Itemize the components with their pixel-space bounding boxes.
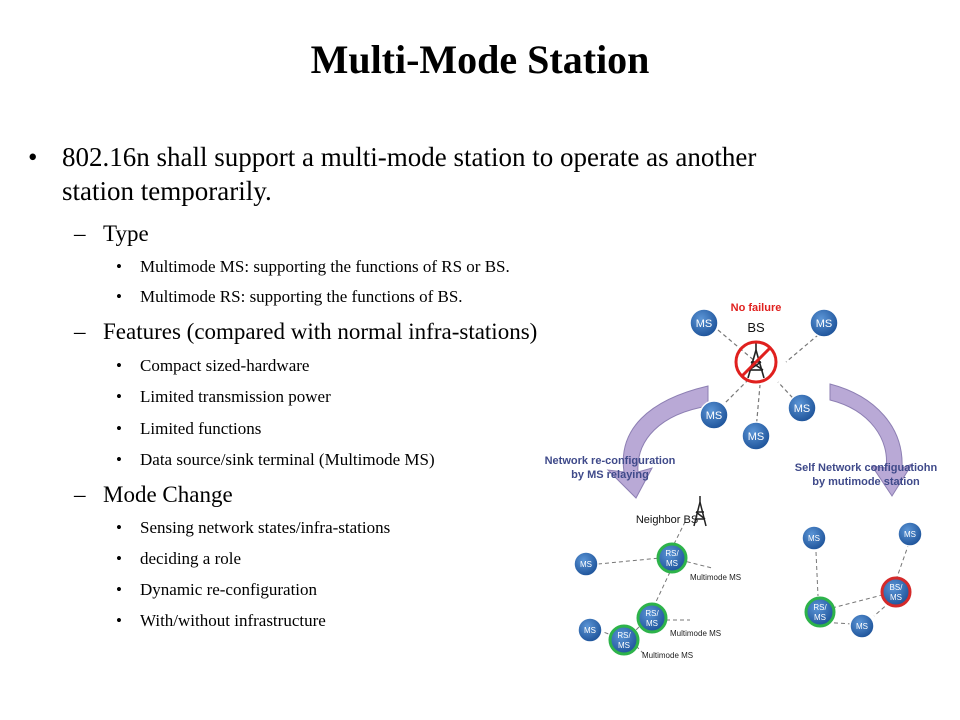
prohibition-sign-icon: [734, 340, 778, 384]
section-mode-change-label: Mode Change: [103, 482, 233, 507]
ms-node-bottom-center: MS: [741, 421, 771, 451]
ms-node-mid-left: MS: [699, 400, 729, 430]
rs-ms-node-bl-low: RS/ MS: [608, 624, 640, 656]
features-item-3: Limited functions: [140, 419, 262, 438]
rs-ms-node-bl-mid: RS/ MS: [636, 602, 668, 634]
svg-text:MS: MS: [584, 626, 596, 635]
svg-text:MS: MS: [856, 622, 868, 631]
ms-node-top-left: MS: [689, 308, 719, 338]
svg-text:MS: MS: [890, 593, 902, 602]
sub-bullet-glyph: •: [116, 611, 122, 630]
multimode-ms-label-1: Multimode MS: [690, 573, 741, 582]
dash-glyph: –: [74, 319, 86, 344]
sub-bullet-glyph: •: [116, 257, 122, 276]
ms-node-br-top-right: MS: [897, 521, 923, 547]
ms-node-top-right: MS: [809, 308, 839, 338]
left-caption-line-2: by MS relaying: [571, 469, 649, 481]
svg-text:MS: MS: [816, 318, 833, 330]
mode-item-4: With/without infrastructure: [140, 611, 326, 630]
sub-bullet-glyph: •: [116, 287, 122, 306]
sub-bullet-glyph: •: [116, 518, 122, 537]
type-item-1: Multimode MS: supporting the functions o…: [140, 257, 510, 276]
svg-text:RS/: RS/: [813, 603, 827, 612]
svg-text:RS/: RS/: [665, 549, 679, 558]
sub-bullet-glyph: •: [116, 419, 122, 438]
sub-bullet-glyph: •: [116, 580, 122, 599]
svg-text:MS: MS: [666, 559, 678, 568]
features-item-2: Limited transmission power: [140, 387, 331, 406]
svg-text:RS/: RS/: [645, 609, 659, 618]
neighbor-bs-tower-icon: [693, 496, 707, 527]
svg-text:MS: MS: [748, 431, 765, 443]
svg-text:MS: MS: [696, 318, 713, 330]
svg-text:BS/: BS/: [890, 583, 904, 592]
dash-glyph: –: [74, 221, 86, 246]
right-caption-line-1: Self Network configuatiohn: [795, 462, 938, 474]
type-item-2: Multimode RS: supporting the functions o…: [140, 287, 463, 306]
right-curved-arrow: [829, 383, 914, 497]
svg-text:RS/: RS/: [617, 631, 631, 640]
sub-bullet-glyph: •: [116, 356, 122, 375]
bs-label: BS: [747, 320, 765, 335]
bs-ms-node-br: BS/ MS: [880, 576, 912, 608]
right-caption-line-2: by mutimode station: [812, 476, 920, 488]
svg-text:MS: MS: [904, 530, 916, 539]
sub-bullet-glyph: •: [116, 549, 122, 568]
no-failure-label: No failure: [731, 302, 782, 314]
network-diagram: No failure BS MS MS MS MS MS Network re-…: [545, 302, 938, 660]
ms-node-br-bottom: MS: [849, 613, 875, 639]
ms-node-bl-bottom: MS: [577, 617, 603, 643]
mode-item-2: deciding a role: [140, 549, 242, 568]
sub-bullet-glyph: •: [116, 387, 122, 406]
features-item-4: Data source/sink terminal (Multimode MS): [140, 450, 435, 469]
neighbor-bs-label: Neighbor BS: [636, 514, 698, 526]
svg-text:MS: MS: [808, 534, 820, 543]
ms-node-bl-left: MS: [573, 551, 599, 577]
svg-text:MS: MS: [794, 403, 811, 415]
svg-text:MS: MS: [706, 410, 723, 422]
rs-ms-node-bl-top: RS/ MS: [656, 542, 688, 574]
ms-node-mid-right: MS: [787, 393, 817, 423]
sub-bullet-glyph: •: [116, 450, 122, 469]
multimode-ms-label-2: Multimode MS: [670, 629, 721, 638]
svg-text:MS: MS: [646, 619, 658, 628]
left-caption-line-1: Network re-configuration: [545, 455, 676, 467]
bullet-glyph: •: [28, 142, 38, 172]
svg-text:MS: MS: [814, 613, 826, 622]
dash-glyph: –: [74, 482, 86, 507]
section-type-label: Type: [103, 221, 149, 246]
rs-ms-node-br: RS/ MS: [804, 596, 836, 628]
section-features-label: Features (compared with normal infra-sta…: [103, 319, 538, 344]
mode-item-1: Sensing network states/infra-stations: [140, 518, 391, 537]
svg-text:MS: MS: [618, 641, 630, 650]
left-curved-arrow: [606, 385, 709, 499]
main-bullet: 802.16n shall support a multi-mode stati…: [62, 142, 757, 206]
multimode-ms-label-3: Multimode MS: [642, 651, 693, 660]
mode-item-3: Dynamic re-configuration: [140, 580, 318, 599]
slide-title: Multi-Mode Station: [310, 37, 650, 82]
svg-text:MS: MS: [580, 560, 592, 569]
ms-node-br-top-left: MS: [801, 525, 827, 551]
features-item-1: Compact sized-hardware: [140, 356, 310, 375]
